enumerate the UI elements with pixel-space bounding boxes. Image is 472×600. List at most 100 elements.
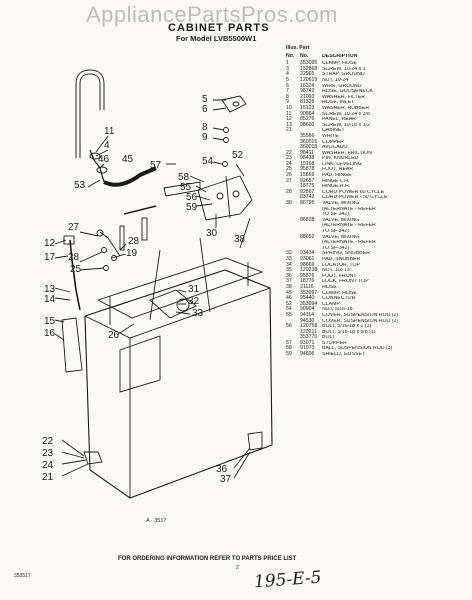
svg-text:55: 55 [180, 182, 192, 193]
svg-text:31: 31 [188, 284, 200, 295]
svg-text:24: 24 [42, 460, 54, 471]
parts-list-header: Illus. Part [286, 45, 310, 51]
svg-text:23: 23 [42, 448, 54, 459]
svg-text:22: 22 [42, 436, 54, 447]
watermark: AppliancePartsPros.com [86, 2, 338, 27]
svg-text:11: 11 [104, 126, 115, 137]
svg-text:53: 53 [74, 180, 86, 191]
parts-row: TO SF 342) [322, 212, 350, 218]
page-title: CABINET PARTS [168, 22, 270, 34]
svg-text:17: 17 [44, 252, 56, 263]
svg-text:54: 54 [202, 156, 214, 167]
panel-rear-bracket [221, 95, 247, 113]
svg-text:56: 56 [186, 192, 198, 203]
svg-text:28: 28 [128, 236, 140, 247]
svg-text:4: 4 [104, 140, 110, 151]
svg-text:57: 57 [150, 160, 162, 171]
svg-text:14: 14 [44, 294, 56, 305]
callout-numbers: 11 4 46 53 45 57 5 6 8 9 54 58 55 56 59 … [42, 94, 246, 485]
svg-text:21: 21 [42, 472, 54, 483]
svg-text:12: 12 [44, 238, 56, 249]
svg-text:28: 28 [68, 252, 80, 263]
svg-text:38: 38 [234, 234, 246, 245]
svg-text:9: 9 [202, 132, 208, 143]
svg-text:5: 5 [202, 94, 208, 105]
ordering-note: FOR ORDERING INFORMATION REFER TO PARTS … [118, 556, 297, 562]
parts-row: TO SF-342) [322, 245, 350, 251]
parts-row: (ALTERNATE - REFER [322, 206, 376, 212]
page-number: 2 [236, 565, 239, 571]
parts-row: (ALTERNATE - REFER [322, 223, 376, 229]
svg-text:13: 13 [44, 284, 56, 295]
svg-text:27: 27 [68, 222, 80, 233]
svg-text:16: 16 [44, 328, 56, 339]
document-code: 353517 [14, 573, 31, 579]
svg-text:52: 52 [232, 150, 244, 161]
hose-gooseneck [75, 69, 105, 158]
cabinet-body [84, 269, 273, 499]
svg-text:19: 19 [126, 248, 138, 259]
svg-text:45: 45 [122, 154, 134, 165]
exploded-diagram: 11 4 46 53 45 57 5 6 8 9 54 58 55 56 59 … [42, 69, 273, 499]
svg-text:26: 26 [108, 330, 120, 341]
svg-text:15: 15 [44, 316, 56, 327]
svg-text:30: 30 [206, 228, 218, 239]
mixing-valve [197, 175, 253, 221]
parts-row: TO SF 342) [322, 229, 350, 234]
hose [103, 166, 157, 187]
page-subtitle: For Model LVB5500W1 [176, 34, 257, 43]
svg-text:25: 25 [70, 264, 82, 275]
svg-text:58: 58 [178, 172, 190, 183]
parts-row: (ALTERNATE - REFER [322, 240, 376, 246]
handwritten-note: 195-E-5 [253, 567, 323, 593]
svg-text:46: 46 [98, 154, 110, 165]
svg-text:6: 6 [202, 104, 208, 115]
svg-text:32: 32 [188, 296, 200, 307]
